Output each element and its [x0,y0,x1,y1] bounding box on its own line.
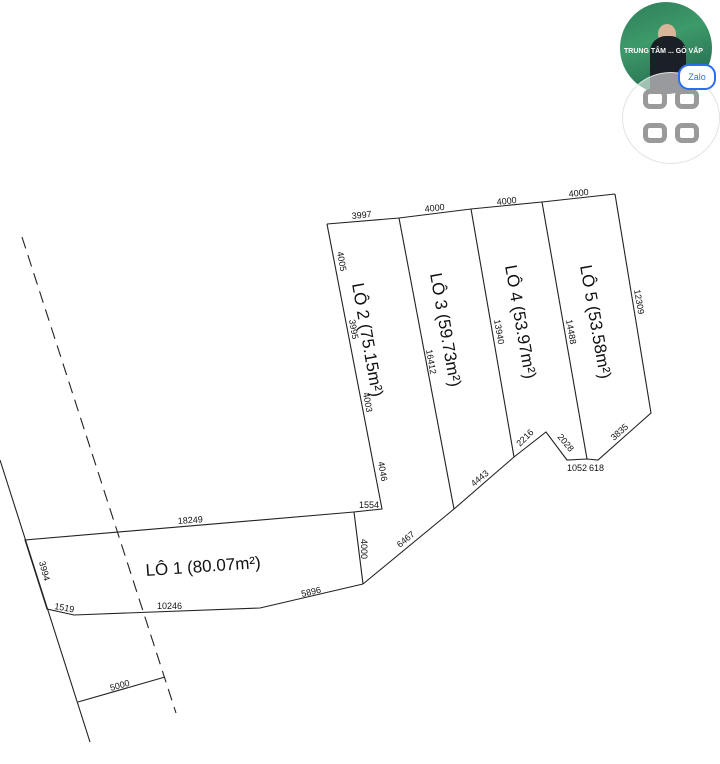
lot3-lot4-divider [470,208,515,458]
lot-5-label: LÔ 5 (53.58m²) [576,263,615,380]
dim-top-1: 3997 [351,209,372,221]
dim-lot5-bottom: 3835 [609,422,631,443]
zalo-icon[interactable]: Zalo [678,64,716,90]
dim-notch-1052: 1052 [567,463,587,473]
grid-square [643,123,667,143]
dim-notch-2216: 2216 [514,427,535,448]
dim-lot2-left-3: 4003 [361,392,374,413]
dim-lot2-left-4: 4046 [376,461,389,482]
dim-lot1-top: 18249 [177,514,203,526]
grid-square [675,123,699,143]
avatar-banner-text: TRUNG TÂM ... GÒ VẤP [624,48,703,55]
lot-1-label: LÔ 1 (80.07m²) [145,553,261,580]
dim-lot1-bottom-5896: 5896 [300,585,322,599]
dim-setback-5000: 5000 [109,678,131,693]
lot2-left-boundary [326,223,383,585]
lot4-lot5-divider [541,201,588,460]
dim-lot2-left-2: 3995 [347,319,360,340]
grid-square [675,89,699,109]
lot-4-label: LÔ 4 (53.97m²) [501,263,540,380]
dim-diag-6467: 6467 [395,529,417,550]
dim-top-2: 4000 [424,202,445,214]
dim-lot5-divider: 14488 [564,319,578,345]
dim-lot2-bottom: 1554 [359,500,379,510]
setback-dimension-line [77,676,166,703]
dim-lot2-left-1: 4005 [335,251,348,272]
dim-lot4-divider: 13940 [492,319,506,345]
dim-notch-618: 618 [589,463,604,473]
dim-lot5-right: 12309 [632,289,646,315]
lot1-boundary [24,511,364,616]
dim-notch-2028: 2028 [555,432,576,454]
dim-lot1-right: 4000 [359,539,369,559]
dim-lot3-divider: 16412 [424,349,438,375]
dim-lot1-bottom-1519: 1519 [54,601,75,614]
lot-2-label: LÔ 2 (75.15m²) [348,281,387,398]
dim-diag-4443: 4443 [469,468,491,489]
dim-lot1-bottom-10246: 10246 [157,601,182,611]
dim-top-4: 4000 [568,187,589,199]
dim-top-3: 4000 [496,195,517,207]
grid-square [643,89,667,109]
lot2-lot3-divider [398,217,455,510]
right-bottom-boundary [362,193,652,585]
dim-lot1-left: 3994 [37,560,52,582]
setback-dashed-line [21,236,177,714]
